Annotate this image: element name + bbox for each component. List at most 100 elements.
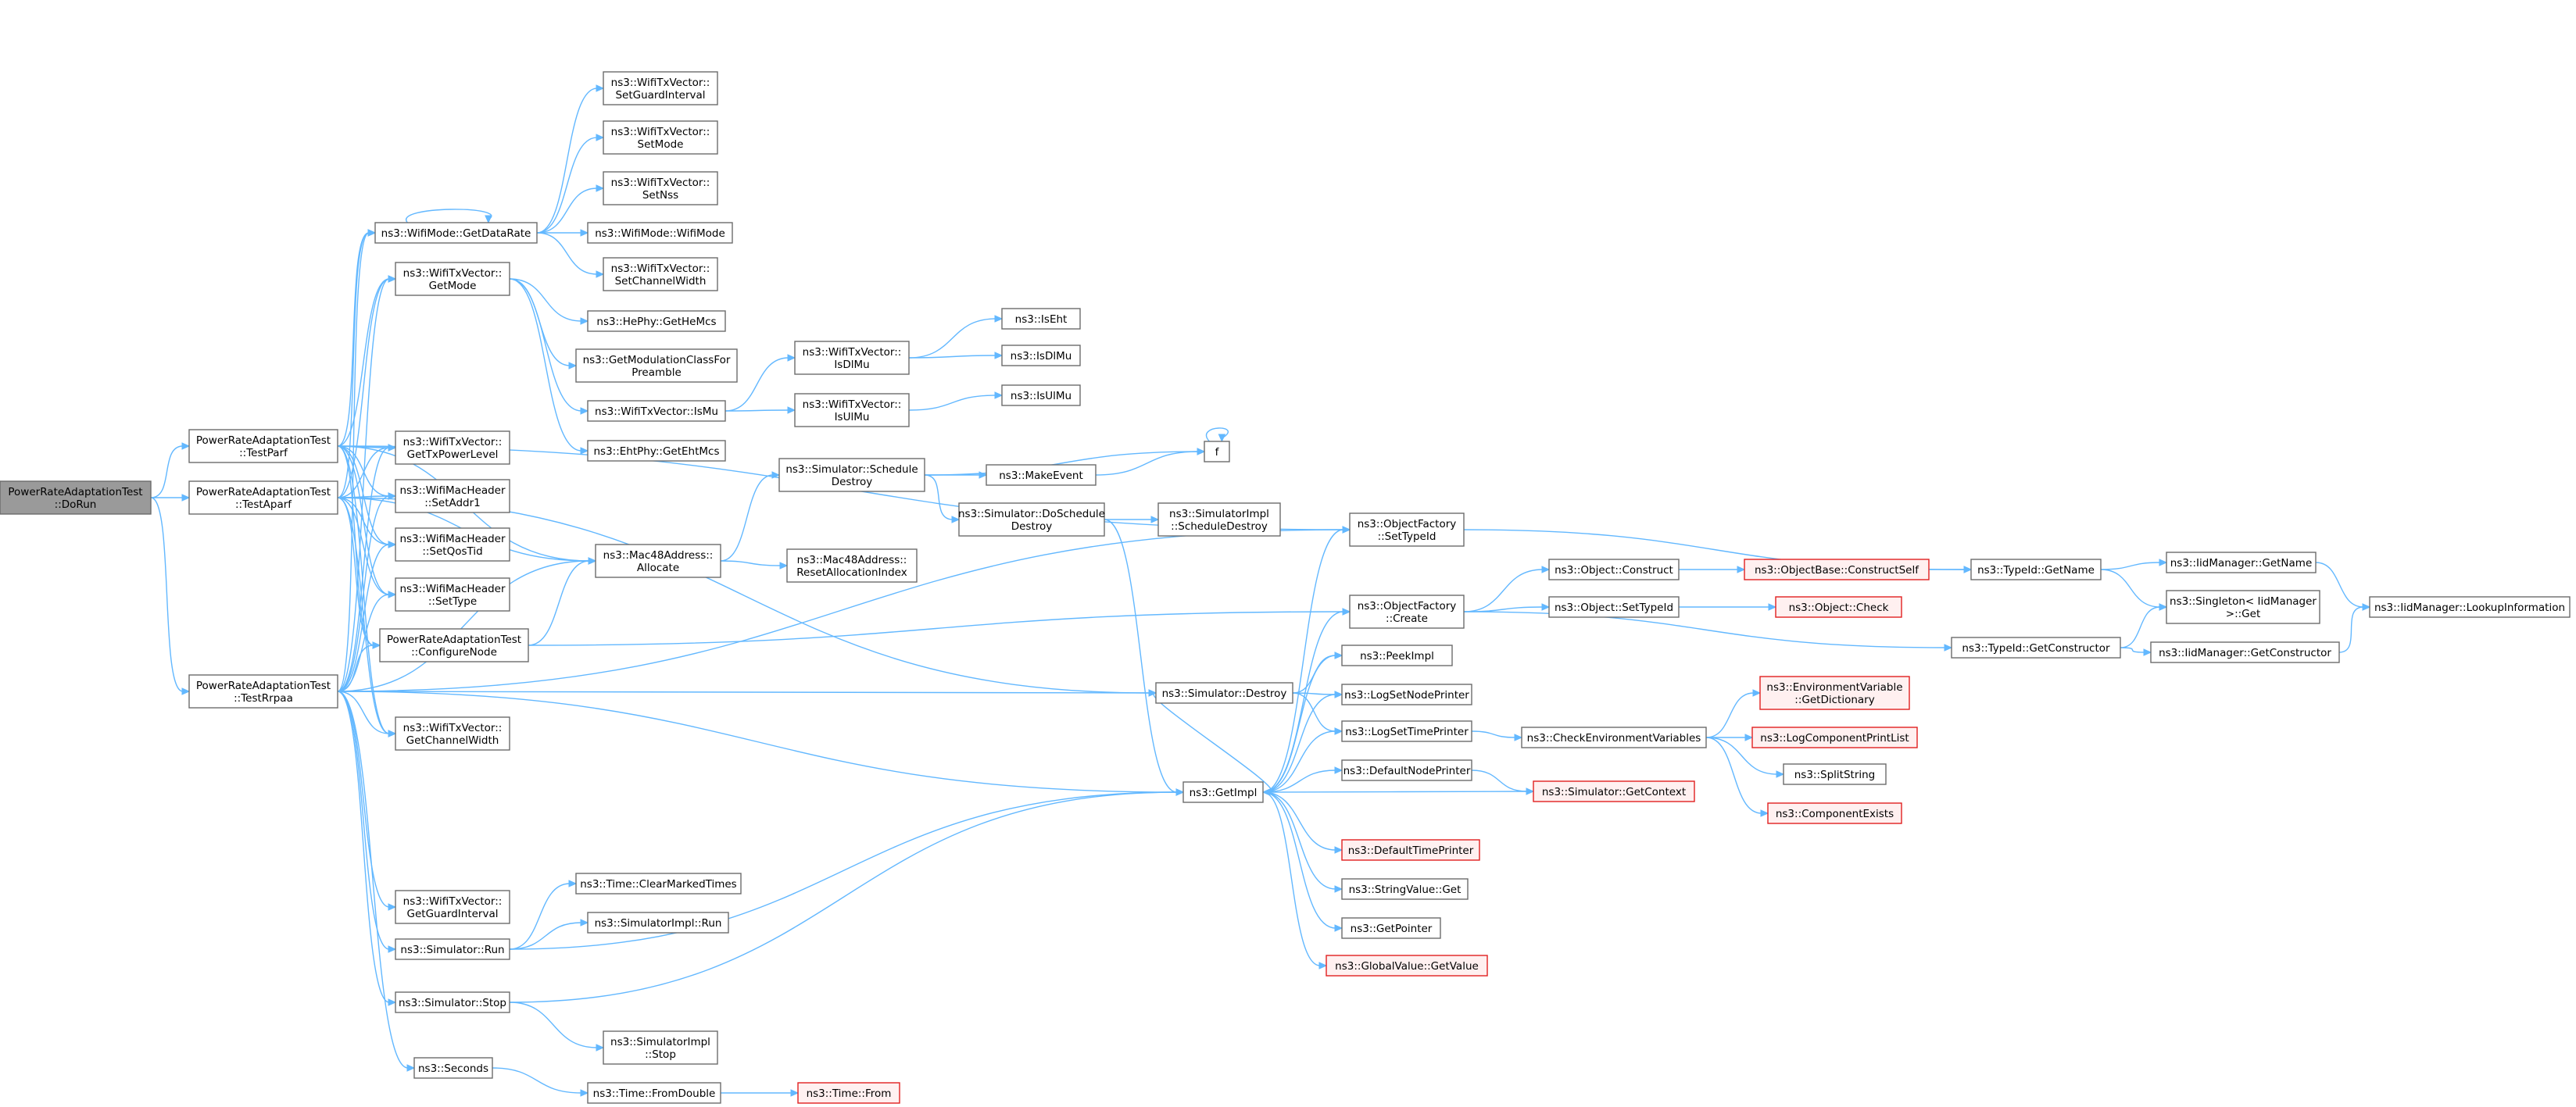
node-iidgetname[interactable]: ns3::IidManager::GetName: [2166, 552, 2317, 573]
node-defnodeprinter[interactable]: ns3::DefaultNodePrinter: [1341, 759, 1472, 781]
node-simdestroy[interactable]: ns3::Simulator::Destroy: [1155, 682, 1293, 704]
node-isdlmu[interactable]: ns3::WifiTxVector::IsDlMu: [794, 341, 910, 375]
node-setguardinterval[interactable]: ns3::WifiTxVector::SetGuardInterval: [603, 71, 718, 105]
node-label: ns3::WifiMacHeader: [399, 583, 506, 595]
edge-dorun-to-testaparf: [151, 494, 191, 502]
node-label: ::TestRrpaa: [234, 692, 293, 705]
node-setqostid[interactable]: ns3::WifiMacHeader::SetQosTid: [395, 527, 510, 562]
node-iidgetctor[interactable]: ns3::IidManager::GetConstructor: [2150, 641, 2340, 663]
node-setnss[interactable]: ns3::WifiTxVector::SetNss: [603, 171, 718, 205]
node-logsetnode[interactable]: ns3::LogSetNodePrinter: [1341, 684, 1472, 705]
node-isulmu[interactable]: ns3::WifiTxVector::IsUlMu: [794, 393, 910, 427]
node-label: ::Create: [1386, 612, 1428, 625]
node-simrun[interactable]: ns3::Simulator::Run: [395, 938, 510, 960]
node-globalvalueget[interactable]: ns3::GlobalValue::GetValue: [1326, 955, 1488, 977]
node-mac48alloc[interactable]: ns3::Mac48Address::Allocate: [595, 544, 721, 578]
node-setaddr1[interactable]: ns3::WifiMacHeader::SetAddr1: [395, 479, 510, 513]
node-objsettypeid[interactable]: ns3::Object::SetTypeId: [1548, 596, 1680, 618]
node-box: [1751, 727, 1918, 748]
node-singleton[interactable]: ns3::Singleton< IidManager >::Get: [2166, 590, 2320, 624]
node-dorun[interactable]: PowerRateAdaptationTest::DoRun: [0, 480, 152, 515]
node-checkenv[interactable]: ns3::CheckEnvironmentVariables: [1521, 727, 1707, 748]
node-label: ns3::Simulator::Destroy: [1162, 687, 1287, 700]
node-resetalloc[interactable]: ns3::Mac48Address::ResetAllocationIndex: [786, 548, 918, 583]
node-setchannelwidth[interactable]: ns3::WifiTxVector::SetChannelWidth: [603, 257, 718, 291]
node-typeidgetctor[interactable]: ns3::TypeId::GetConstructor: [1951, 637, 2121, 659]
node-seconds[interactable]: ns3::Seconds: [413, 1057, 493, 1079]
node-compexists[interactable]: ns3::ComponentExists: [1767, 802, 1902, 824]
node-simgetcontext[interactable]: ns3::Simulator::GetContext: [1533, 780, 1695, 802]
node-stringvalueget[interactable]: ns3::StringValue::Get: [1341, 878, 1469, 900]
node-f[interactable]: f: [1204, 441, 1230, 462]
node-getehtmcs[interactable]: ns3::EhtPhy::GetEhtMcs: [587, 440, 726, 462]
node-logsettime[interactable]: ns3::LogSetTimePrinter: [1341, 720, 1472, 742]
node-objcheck[interactable]: ns3::Object::Check: [1775, 596, 1902, 618]
node-simimplsched-destroy[interactable]: ns3::SimulatorImpl::ScheduleDestroy: [1157, 502, 1281, 537]
node-peekimpl[interactable]: ns3::PeekImpl: [1341, 645, 1453, 666]
node-box: [595, 544, 721, 578]
node-testaparf[interactable]: PowerRateAdaptationTest::TestAparf: [188, 480, 338, 515]
node-simimplrun[interactable]: ns3::SimulatorImpl::Run: [587, 912, 729, 934]
edge-getimpl-to-logsetnode: [1262, 691, 1343, 793]
edge-typeidgetctor-to-singleton: [2120, 603, 2168, 648]
node-isulmu2[interactable]: ns3::IsUlMu: [1001, 384, 1081, 406]
node-ismu[interactable]: ns3::WifiTxVector::IsMu: [587, 400, 726, 422]
edge-checkenv-to-envgetdict: [1705, 689, 1762, 738]
node-iseht[interactable]: ns3::IsEht: [1001, 308, 1081, 330]
node-getmode[interactable]: ns3::WifiTxVector::GetMode: [395, 262, 510, 296]
node-isdlmu2[interactable]: ns3::IsDlMu: [1001, 345, 1081, 366]
edge-checkenv-to-splitstring: [1705, 737, 1785, 778]
node-label: ns3::TypeId::GetName: [1977, 564, 2095, 577]
node-label: SetMode: [638, 138, 684, 151]
node-label: ns3::EnvironmentVariable: [1766, 681, 1902, 694]
edge-testrrpaa-to-setaddr1: [337, 492, 397, 692]
node-getdatarate[interactable]: ns3::WifiMode::GetDataRate: [374, 222, 538, 244]
node-label: GetGuardInterval: [407, 908, 499, 920]
node-sched-destroy[interactable]: ns3::Simulator::ScheduleDestroy: [778, 458, 925, 492]
node-splitstring[interactable]: ns3::SplitString: [1783, 763, 1887, 785]
node-makeevent[interactable]: ns3::MakeEvent: [986, 464, 1097, 486]
node-label: ns3::EhtPhy::GetEhtMcs: [594, 445, 720, 458]
edge-simgetcontext-to-getimpl: [1261, 788, 1534, 796]
node-testparf[interactable]: PowerRateAdaptationTest::TestParf: [188, 429, 338, 463]
node-wifimode[interactable]: ns3::WifiMode::WifiMode: [587, 222, 733, 244]
edge-getdatarate-to-setguardinterval: [536, 84, 605, 234]
node-typeidgetname[interactable]: ns3::TypeId::GetName: [1970, 559, 2102, 580]
node-box: [1157, 502, 1281, 537]
node-objbaseconstruct[interactable]: ns3::ObjectBase::ConstructSelf: [1744, 559, 1930, 580]
node-label: ns3::WifiMode::WifiMode: [595, 227, 725, 240]
node-box: [587, 440, 726, 462]
node-settype[interactable]: ns3::WifiMacHeader::SetType: [395, 577, 510, 612]
edge-getimpl-to-ofsettypeid: [1262, 526, 1351, 793]
node-logcompprint[interactable]: ns3::LogComponentPrintList: [1751, 727, 1918, 748]
node-getchannelwidth[interactable]: ns3::WifiTxVector::GetChannelWidth: [395, 716, 510, 751]
node-clearmarked[interactable]: ns3::Time::ClearMarkedTimes: [575, 873, 742, 895]
node-simstop[interactable]: ns3::Simulator::Stop: [395, 991, 510, 1013]
node-ofcreate[interactable]: ns3::ObjectFactory::Create: [1349, 595, 1465, 629]
node-envgetdict[interactable]: ns3::EnvironmentVariable::GetDictionary: [1759, 676, 1910, 710]
node-ofsettypeid[interactable]: ns3::ObjectFactory::SetTypeId: [1349, 512, 1465, 547]
node-deftimeprinter[interactable]: ns3::DefaultTimePrinter: [1341, 839, 1480, 861]
edge-testaparf-to-settype: [337, 497, 397, 598]
node-gethemcs[interactable]: ns3::HePhy::GetHeMcs: [587, 310, 726, 332]
node-configurenode[interactable]: PowerRateAdaptationTest::ConfigureNode: [379, 628, 529, 662]
node-setmode[interactable]: ns3::WifiTxVector::SetMode: [603, 120, 718, 155]
node-box: [395, 938, 510, 960]
node-getimpl[interactable]: ns3::GetImpl: [1182, 781, 1264, 803]
node-simimplstop[interactable]: ns3::SimulatorImpl::Stop: [603, 1030, 718, 1065]
node-label: ns3::Simulator::Schedule: [785, 463, 918, 476]
node-testrrpaa[interactable]: PowerRateAdaptationTest::TestRrpaa: [188, 674, 338, 709]
node-iidlookup[interactable]: ns3::IidManager::LookupInformation: [2369, 596, 2571, 618]
node-getguardinterval[interactable]: ns3::WifiTxVector::GetGuardInterval: [395, 890, 510, 924]
edge-dorun-to-testrrpaa: [150, 497, 191, 695]
edge-dosched-destroy-to-getimpl: [1104, 519, 1185, 796]
node-objconstruct[interactable]: ns3::Object::Construct: [1548, 559, 1680, 580]
edge-checkenv-to-compexists: [1705, 737, 1769, 817]
node-gettxpowerlevel[interactable]: ns3::WifiTxVector::GetTxPowerLevel: [395, 430, 510, 465]
node-label: ::Stop: [645, 1048, 676, 1061]
node-fromdouble[interactable]: ns3::Time::FromDouble: [587, 1082, 721, 1104]
node-getpointer[interactable]: ns3::GetPointer: [1341, 917, 1441, 939]
node-timefrom[interactable]: ns3::Time::From: [797, 1082, 900, 1104]
